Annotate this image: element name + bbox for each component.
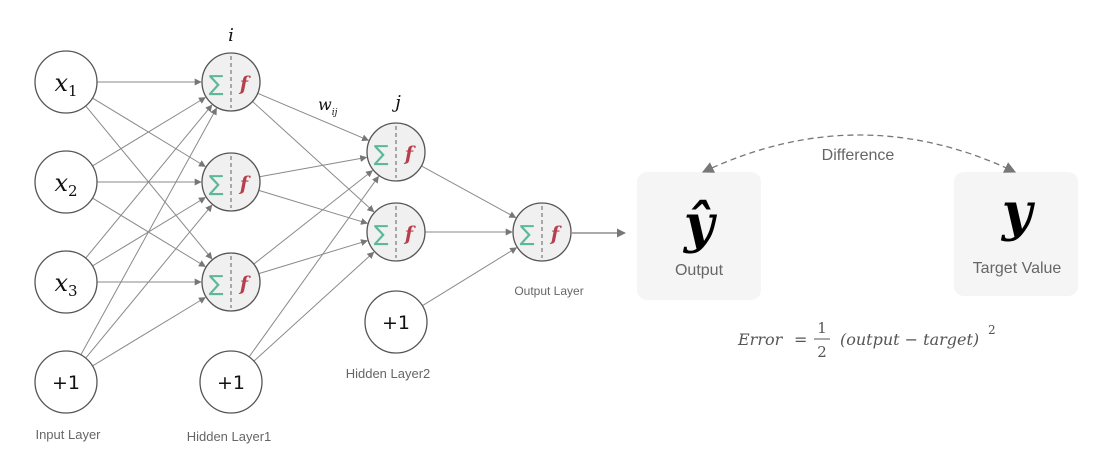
sum-icon: ∑ bbox=[374, 142, 389, 167]
connection-hidden1bias-hidden2 bbox=[248, 175, 379, 358]
connection-hidden2-output bbox=[421, 165, 517, 219]
svg-text:x1: x1 bbox=[54, 69, 77, 100]
connection-hidden1-hidden2 bbox=[259, 155, 368, 178]
weight-label-sub: ij bbox=[332, 108, 338, 118]
input-node-x3: x3 bbox=[34, 250, 98, 314]
connection-input-hidden1 bbox=[80, 107, 217, 356]
connection-input-hidden1 bbox=[92, 97, 206, 167]
connection-hidden1-hidden2 bbox=[252, 101, 375, 213]
hidden2-bias-label: +1 bbox=[382, 312, 410, 334]
connection-hidden1-hidden2 bbox=[253, 170, 373, 265]
error-formula-numerator: 1 bbox=[817, 319, 827, 337]
hidden1-neuron-3: ∑ f bbox=[201, 252, 261, 312]
activation-icon: f bbox=[403, 223, 416, 245]
connection-input-hidden1 bbox=[85, 104, 213, 259]
hidden1-neuron-2: ∑ f bbox=[201, 152, 261, 212]
error-formula-eq: = bbox=[794, 330, 807, 349]
hidden1-index-label: i bbox=[228, 25, 234, 46]
output-yhat-symbol: ŷ bbox=[683, 194, 718, 255]
input-node-x1-base: x bbox=[54, 69, 68, 97]
sum-icon: ∑ bbox=[374, 222, 389, 247]
sum-icon: ∑ bbox=[209, 72, 224, 97]
hidden2-neuron-2: ∑ f bbox=[366, 202, 426, 262]
error-formula-body: (output − target) bbox=[840, 330, 979, 349]
input-node-x2-sub: 2 bbox=[68, 182, 78, 200]
activation-icon: f bbox=[238, 173, 251, 195]
hidden1-bias-node: +1 bbox=[199, 350, 263, 414]
hidden2-layer-label: Hidden Layer2 bbox=[346, 366, 431, 381]
hidden1-neuron-1: ∑ f bbox=[201, 52, 261, 112]
sum-icon: ∑ bbox=[209, 272, 224, 297]
input-bias-node: +1 bbox=[34, 350, 98, 414]
output-neuron: ∑ f bbox=[512, 202, 572, 262]
connection-hidden1bias-hidden2 bbox=[253, 251, 375, 362]
activation-icon: f bbox=[549, 223, 562, 245]
input-node-x3-sub: 3 bbox=[68, 282, 78, 300]
svg-text:x3: x3 bbox=[54, 269, 77, 300]
connection-hidden1-hidden2 bbox=[258, 239, 368, 275]
connection-input-hidden1 bbox=[85, 204, 213, 359]
input-bias-label: +1 bbox=[52, 372, 80, 394]
activation-icon: f bbox=[238, 73, 251, 95]
difference-arrow bbox=[701, 134, 1017, 173]
input-node-x2: x2 bbox=[34, 150, 98, 214]
error-formula-exponent: 2 bbox=[988, 323, 996, 337]
svg-text:wij: wij bbox=[318, 95, 338, 118]
error-formula-denominator: 2 bbox=[817, 343, 827, 361]
target-y-symbol: y bbox=[1001, 182, 1036, 243]
target-box: y Target Value bbox=[954, 172, 1078, 296]
error-formula: Error = 1 2 (output − target) 2 bbox=[737, 319, 996, 361]
output-layer-label: Output Layer bbox=[514, 284, 583, 298]
hidden2-index-label: j bbox=[391, 92, 401, 113]
input-layer-label: Input Layer bbox=[35, 427, 101, 442]
sum-icon: ∑ bbox=[209, 172, 224, 197]
hidden2-bias-node: +1 bbox=[364, 290, 428, 354]
error-formula-lhs: Error bbox=[737, 330, 784, 349]
activation-icon: f bbox=[403, 143, 416, 165]
output-box: ŷ Output bbox=[637, 172, 761, 300]
connections bbox=[80, 78, 518, 367]
input-node-x2-base: x bbox=[54, 169, 68, 197]
connection-input-hidden1 bbox=[92, 97, 206, 167]
connection-input-hidden1 bbox=[92, 197, 206, 267]
connection-hidden2bias-output bbox=[422, 247, 518, 307]
output-box-label: Output bbox=[675, 262, 724, 279]
hidden2-neuron-1: ∑ f bbox=[366, 122, 426, 182]
weight-label-base: w bbox=[318, 95, 332, 114]
input-node-x3-base: x bbox=[54, 269, 68, 297]
connection-input-hidden1 bbox=[92, 297, 206, 367]
hidden1-bias-label: +1 bbox=[217, 372, 245, 394]
input-node-x1: x1 bbox=[34, 50, 98, 114]
target-box-label: Target Value bbox=[973, 260, 1062, 277]
activation-icon: f bbox=[238, 273, 251, 295]
hidden1-layer-label: Hidden Layer1 bbox=[187, 429, 272, 444]
connection-hidden1-hidden2 bbox=[258, 189, 368, 225]
difference-label: Difference bbox=[822, 147, 895, 164]
sum-icon: ∑ bbox=[520, 222, 535, 247]
connection-hidden1-hidden2 bbox=[257, 92, 370, 142]
svg-text:x2: x2 bbox=[54, 169, 77, 200]
input-node-x1-sub: 1 bbox=[68, 82, 78, 100]
